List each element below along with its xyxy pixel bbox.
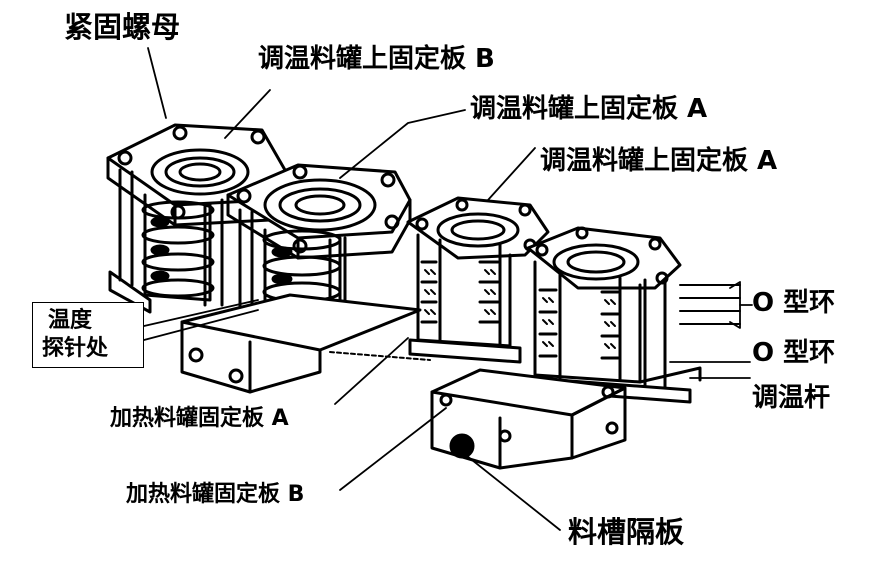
leader-lines [143,47,753,531]
label-temp-rod: 调温杆 [752,383,831,413]
tank-assembly-1 [106,123,287,314]
label-upper-plate-a-1: 调温料罐上固定板 A [470,94,708,124]
tank-assembly-4 [526,226,741,404]
label-probe-line2: 探针处 [42,336,109,361]
label-trough-divider: 料槽隔板 [568,515,685,549]
temperature-probe-box [32,302,144,368]
label-upper-plate-b: 调温料罐上固定板 B [258,44,495,74]
label-lock-nut: 紧固螺母 [64,10,181,44]
label-o-ring-1: O 型环 [752,288,836,318]
label-probe-line1: 温度 [48,308,93,333]
label-o-ring-2: O 型环 [752,338,836,368]
tank-assembly-3 [406,196,550,364]
heating-base-b [430,368,627,470]
label-heating-plate-b: 加热料罐固定板 B [126,482,305,507]
heating-base-a [180,293,422,394]
tank-assembly-2 [226,163,412,342]
label-upper-plate-a-2: 调温料罐上固定板 A [540,146,778,176]
label-heating-plate-a: 加热料罐固定板 A [110,406,289,431]
